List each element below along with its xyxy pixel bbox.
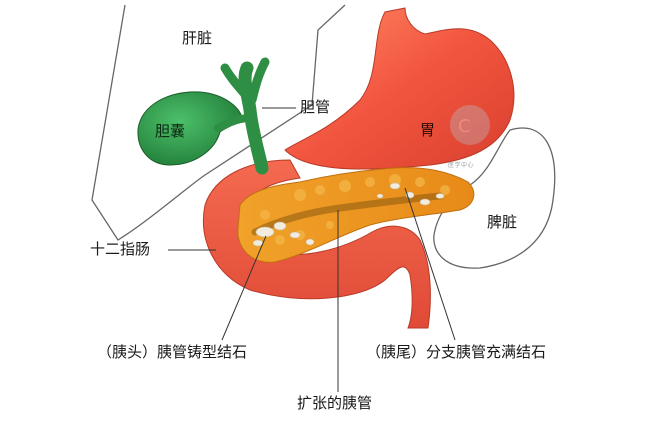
label-duodenum: 十二指肠 [90,240,151,258]
label-head-cast-stone: （胰头）胰管铸型结石 [97,343,248,361]
head-cast-stones [252,221,315,247]
label-dilated-duct: 扩张的胰管 [297,394,373,412]
watermark-text: 医学中心 [448,162,475,169]
bile-duct [238,61,269,175]
leader-lines [168,107,456,392]
svg-text:C: C [458,116,471,137]
liver-outline [91,4,346,241]
stomach-shape [284,7,515,170]
watermark-logo: C [450,105,490,145]
leader-head-stone [221,235,267,341]
label-stomach: 胃 [420,121,436,139]
hepatic-duct-left [220,63,255,105]
leader-tail-stone [404,187,456,341]
spleen-outline [433,127,556,269]
label-spleen: 脾脏 [487,213,518,231]
label-tail-branch-stone: （胰尾）分支胰管充满结石 [366,343,547,361]
label-liver: 肝脏 [182,29,213,47]
label-gallbladder: 胆囊 [155,122,186,140]
cystic-duct [214,114,254,132]
label-bile-duct: 胆管 [300,98,331,116]
hepatic-duct-right [247,57,270,105]
